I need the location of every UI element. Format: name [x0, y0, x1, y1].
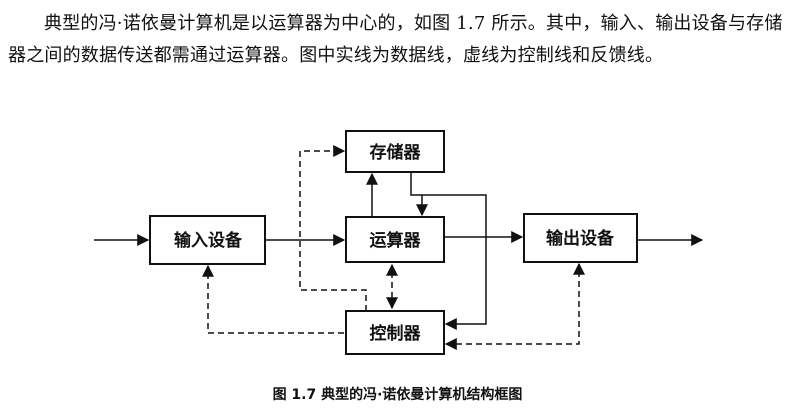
- body-paragraph: 典型的冯·诺依曼计算机是以运算器为中心的，如图 1.7 所示。其中，输入、输出设…: [8, 8, 788, 72]
- figure-caption: 图 1.7 典型的冯·诺依曼计算机结构框图: [272, 387, 523, 403]
- controller-to-input-control: [202, 264, 344, 334]
- control-lines: [202, 145, 585, 350]
- output-label: 输出设备: [546, 228, 615, 249]
- body-paragraph-text: 典型的冯·诺依曼计算机是以运算器为中心的，如图 1.7 所示。其中，输入、输出设…: [8, 13, 783, 66]
- alu-box: 运算器: [345, 216, 445, 263]
- memory-label: 存储器: [370, 142, 422, 163]
- input-label: 输入设备: [174, 230, 243, 251]
- alu-label: 运算器: [370, 230, 422, 251]
- memory-box: 存储器: [345, 130, 445, 173]
- controller-label: 控制器: [370, 323, 422, 344]
- controller-to-output-control: [444, 262, 585, 350]
- controller-box: 控制器: [345, 310, 445, 355]
- output-box: 输出设备: [523, 213, 638, 263]
- controller-to-memory-control: [299, 145, 367, 311]
- input-box: 输入设备: [149, 215, 266, 265]
